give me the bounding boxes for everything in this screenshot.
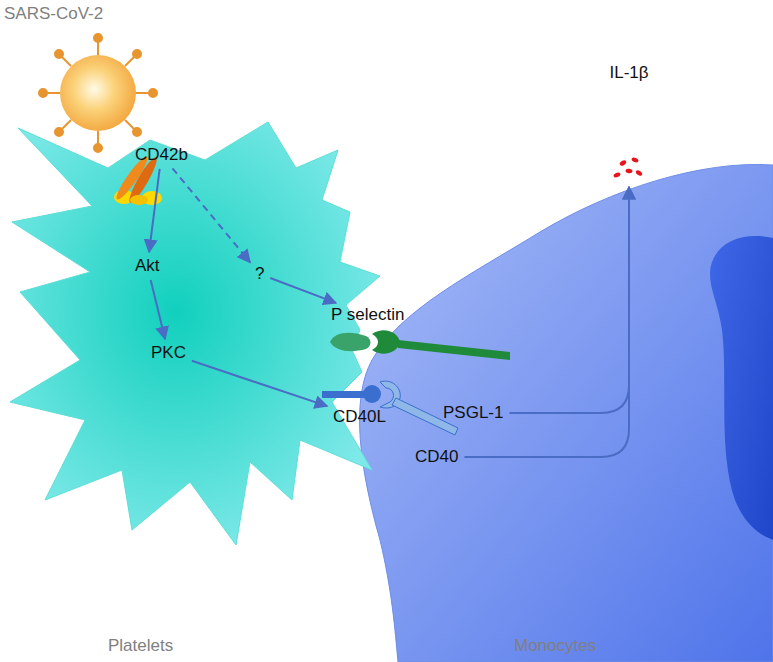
protein-label: PSGL-1 — [440, 402, 506, 424]
psgl1-stalk — [398, 340, 510, 360]
protein-label: P selectin — [328, 304, 407, 326]
cell-label: Monocytes — [514, 636, 596, 656]
kinase-label: Akt — [132, 255, 163, 277]
cd40l-stalk — [322, 391, 366, 398]
virus-body — [60, 55, 136, 131]
signal-arrow — [192, 361, 327, 406]
node-text: PSGL-1 — [443, 403, 503, 423]
cytokine-label: IL-1β — [606, 62, 652, 184]
signal-arrow — [509, 187, 629, 413]
node-text: Akt — [135, 256, 160, 276]
virus — [39, 34, 157, 152]
monocyte-nucleus — [710, 236, 773, 540]
p-selectin-protein — [330, 333, 371, 352]
signal-arrow — [151, 280, 165, 339]
platelet-cell — [10, 122, 380, 545]
node-text: CD42b — [135, 145, 188, 165]
node-text: ? — [255, 264, 264, 284]
monocyte-cell — [360, 164, 773, 662]
kinase-label: PKC — [148, 342, 189, 364]
node-text: CD40 — [415, 447, 458, 467]
signal-arrow — [270, 278, 336, 303]
node-text: PKC — [151, 343, 186, 363]
signal-arrow — [149, 169, 160, 252]
receptor-label: CD42b — [132, 144, 191, 166]
unknown-step: ? — [252, 263, 267, 285]
cd40l-head — [363, 385, 381, 403]
virus-label: SARS-CoV-2 — [4, 4, 103, 24]
protein-label: CD40L — [330, 406, 389, 428]
psgl1-protein — [372, 330, 400, 353]
node-text: CD40L — [333, 407, 386, 427]
signal-arrow — [172, 168, 250, 262]
node-text: P selectin — [331, 305, 404, 325]
cell-label: Platelets — [108, 636, 173, 656]
node-text: IL-1β — [609, 63, 649, 83]
protein-label: CD40 — [412, 446, 461, 468]
cytokine-dots — [609, 83, 649, 183]
